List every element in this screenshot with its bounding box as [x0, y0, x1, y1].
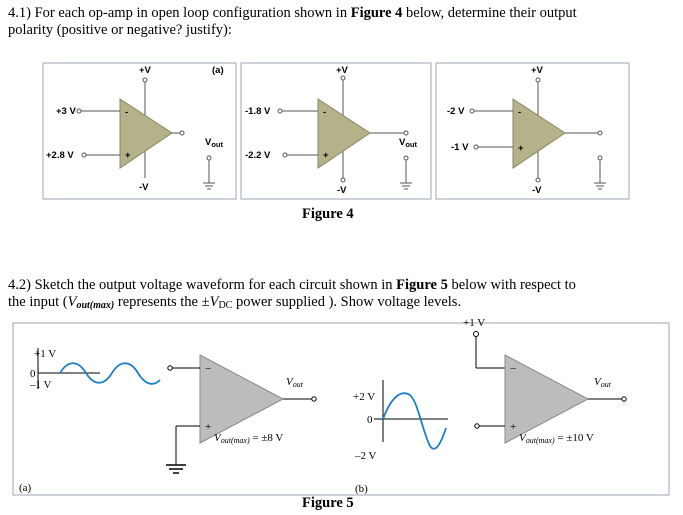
plus-sign: + — [323, 150, 329, 161]
vplus-label: +V — [336, 65, 349, 76]
fig5-left-input: +1 V 0 –1 V — [29, 348, 161, 391]
question-number: 4.1) — [8, 5, 31, 21]
axis-top-label: +2 V — [353, 391, 375, 403]
question-4-2: 4.2) Sketch the output voltage waveform … — [8, 277, 576, 294]
vout-max-label: Vout(max) = ±10 V — [519, 432, 594, 445]
question-4-1: 4.1) For each op-amp in open loop config… — [8, 5, 577, 22]
opamp-triangle — [199, 354, 285, 444]
input-top-label: +3 V — [56, 106, 76, 117]
plus-sign: + — [510, 421, 516, 433]
vout-label: Vout — [205, 137, 224, 149]
vout-label: Vout — [286, 376, 304, 389]
vdc-subscript: DC — [218, 300, 233, 311]
opamp-triangle — [504, 354, 590, 444]
panel-label-b: (b) — [355, 483, 368, 495]
axis-zero-label: 0 — [367, 414, 373, 426]
fig5-left-opamp: − + Vout Vout(max) = ±8 V (a) — [19, 354, 317, 494]
fig5-right-input: +2 V 0 –2 V (b) — [353, 380, 448, 495]
plus-sign: + — [518, 143, 524, 154]
axis-zero-label: 0 — [30, 368, 36, 380]
minus-sign: - — [125, 107, 128, 118]
top-supply-label: +1 V — [463, 317, 485, 329]
question-4-2-line2: the input (Vout(max) represents the ±VDC… — [8, 294, 461, 314]
fig4-panel-a: +V -V (a) +3 V +2.8 V - + Vout — [46, 65, 224, 193]
question-text: For each op-amp in open loop configurati… — [34, 5, 351, 21]
vdc-symbol: V — [209, 294, 219, 310]
minus-sign: − — [205, 363, 211, 375]
fig4-panel-b-frame — [240, 62, 432, 200]
input-top-label: -2 V — [447, 106, 465, 117]
figure-4-caption: Figure 4 — [302, 206, 354, 222]
axis-bottom-label: –2 V — [354, 450, 377, 462]
panel-label-a: (a) — [19, 482, 32, 494]
figure-ref: Figure 5 — [396, 277, 448, 293]
input-sine-wave — [382, 392, 447, 450]
figure-ref: Figure 4 — [350, 5, 403, 21]
question-text: below with respect to — [447, 277, 576, 293]
minus-sign: - — [323, 107, 326, 118]
input-bottom-label: +2.8 V — [46, 150, 74, 161]
vminus-label: -V — [337, 185, 347, 196]
vminus-label: -V — [532, 185, 542, 196]
vplus-label: +V — [531, 65, 544, 76]
figure-5-caption: Figure 5 — [302, 495, 354, 511]
plus-sign: + — [205, 421, 211, 433]
fig4-panel-a-frame — [42, 62, 237, 200]
vout-label: Vout — [594, 376, 612, 389]
vminus-label: -V — [139, 182, 149, 193]
input-bottom-label: -2.2 V — [245, 150, 271, 161]
opamp-triangle — [119, 98, 173, 169]
fig5-frame — [12, 322, 670, 496]
question-text: below, determine their output — [402, 5, 577, 21]
input-sine-wave — [59, 362, 161, 385]
panel-label: (a) — [212, 65, 224, 76]
question-text: power supplied ). Show voltage levels. — [232, 294, 462, 310]
input-bottom-label: -1 V — [451, 142, 469, 153]
vout-max-label: Vout(max) = ±8 V — [214, 432, 283, 445]
question-text: represents the ± — [114, 294, 210, 310]
plus-sign: + — [125, 150, 131, 161]
axis-bottom-label: –1 V — [29, 379, 52, 391]
vout-symbol: V — [67, 294, 77, 310]
fig4-panel-c-frame — [435, 62, 630, 200]
axis-top-label: +1 V — [34, 348, 56, 360]
fig4-panel-c: +V -V -2 V -1 V - + — [447, 65, 606, 196]
vplus-label: +V — [139, 65, 152, 76]
opamp-triangle — [317, 98, 371, 169]
input-top-label: -1.8 V — [245, 106, 271, 117]
vout-subscript: out(max) — [76, 300, 115, 311]
question-text: the input ( — [8, 294, 68, 310]
minus-sign: − — [510, 363, 516, 375]
vout-label: Vout — [399, 137, 418, 149]
opamp-triangle — [512, 98, 566, 169]
fig4-panel-b: +V -V -1.8 V -2.2 V - + Vout — [245, 65, 418, 196]
question-4-1-line2: polarity (positive or negative? justify)… — [8, 22, 232, 38]
fig5-right-opamp: +1 V − + Vout Vout(max) = ±10 V — [463, 317, 627, 445]
question-text: 4.2) Sketch the output voltage waveform … — [8, 277, 397, 293]
minus-sign: - — [518, 107, 521, 118]
